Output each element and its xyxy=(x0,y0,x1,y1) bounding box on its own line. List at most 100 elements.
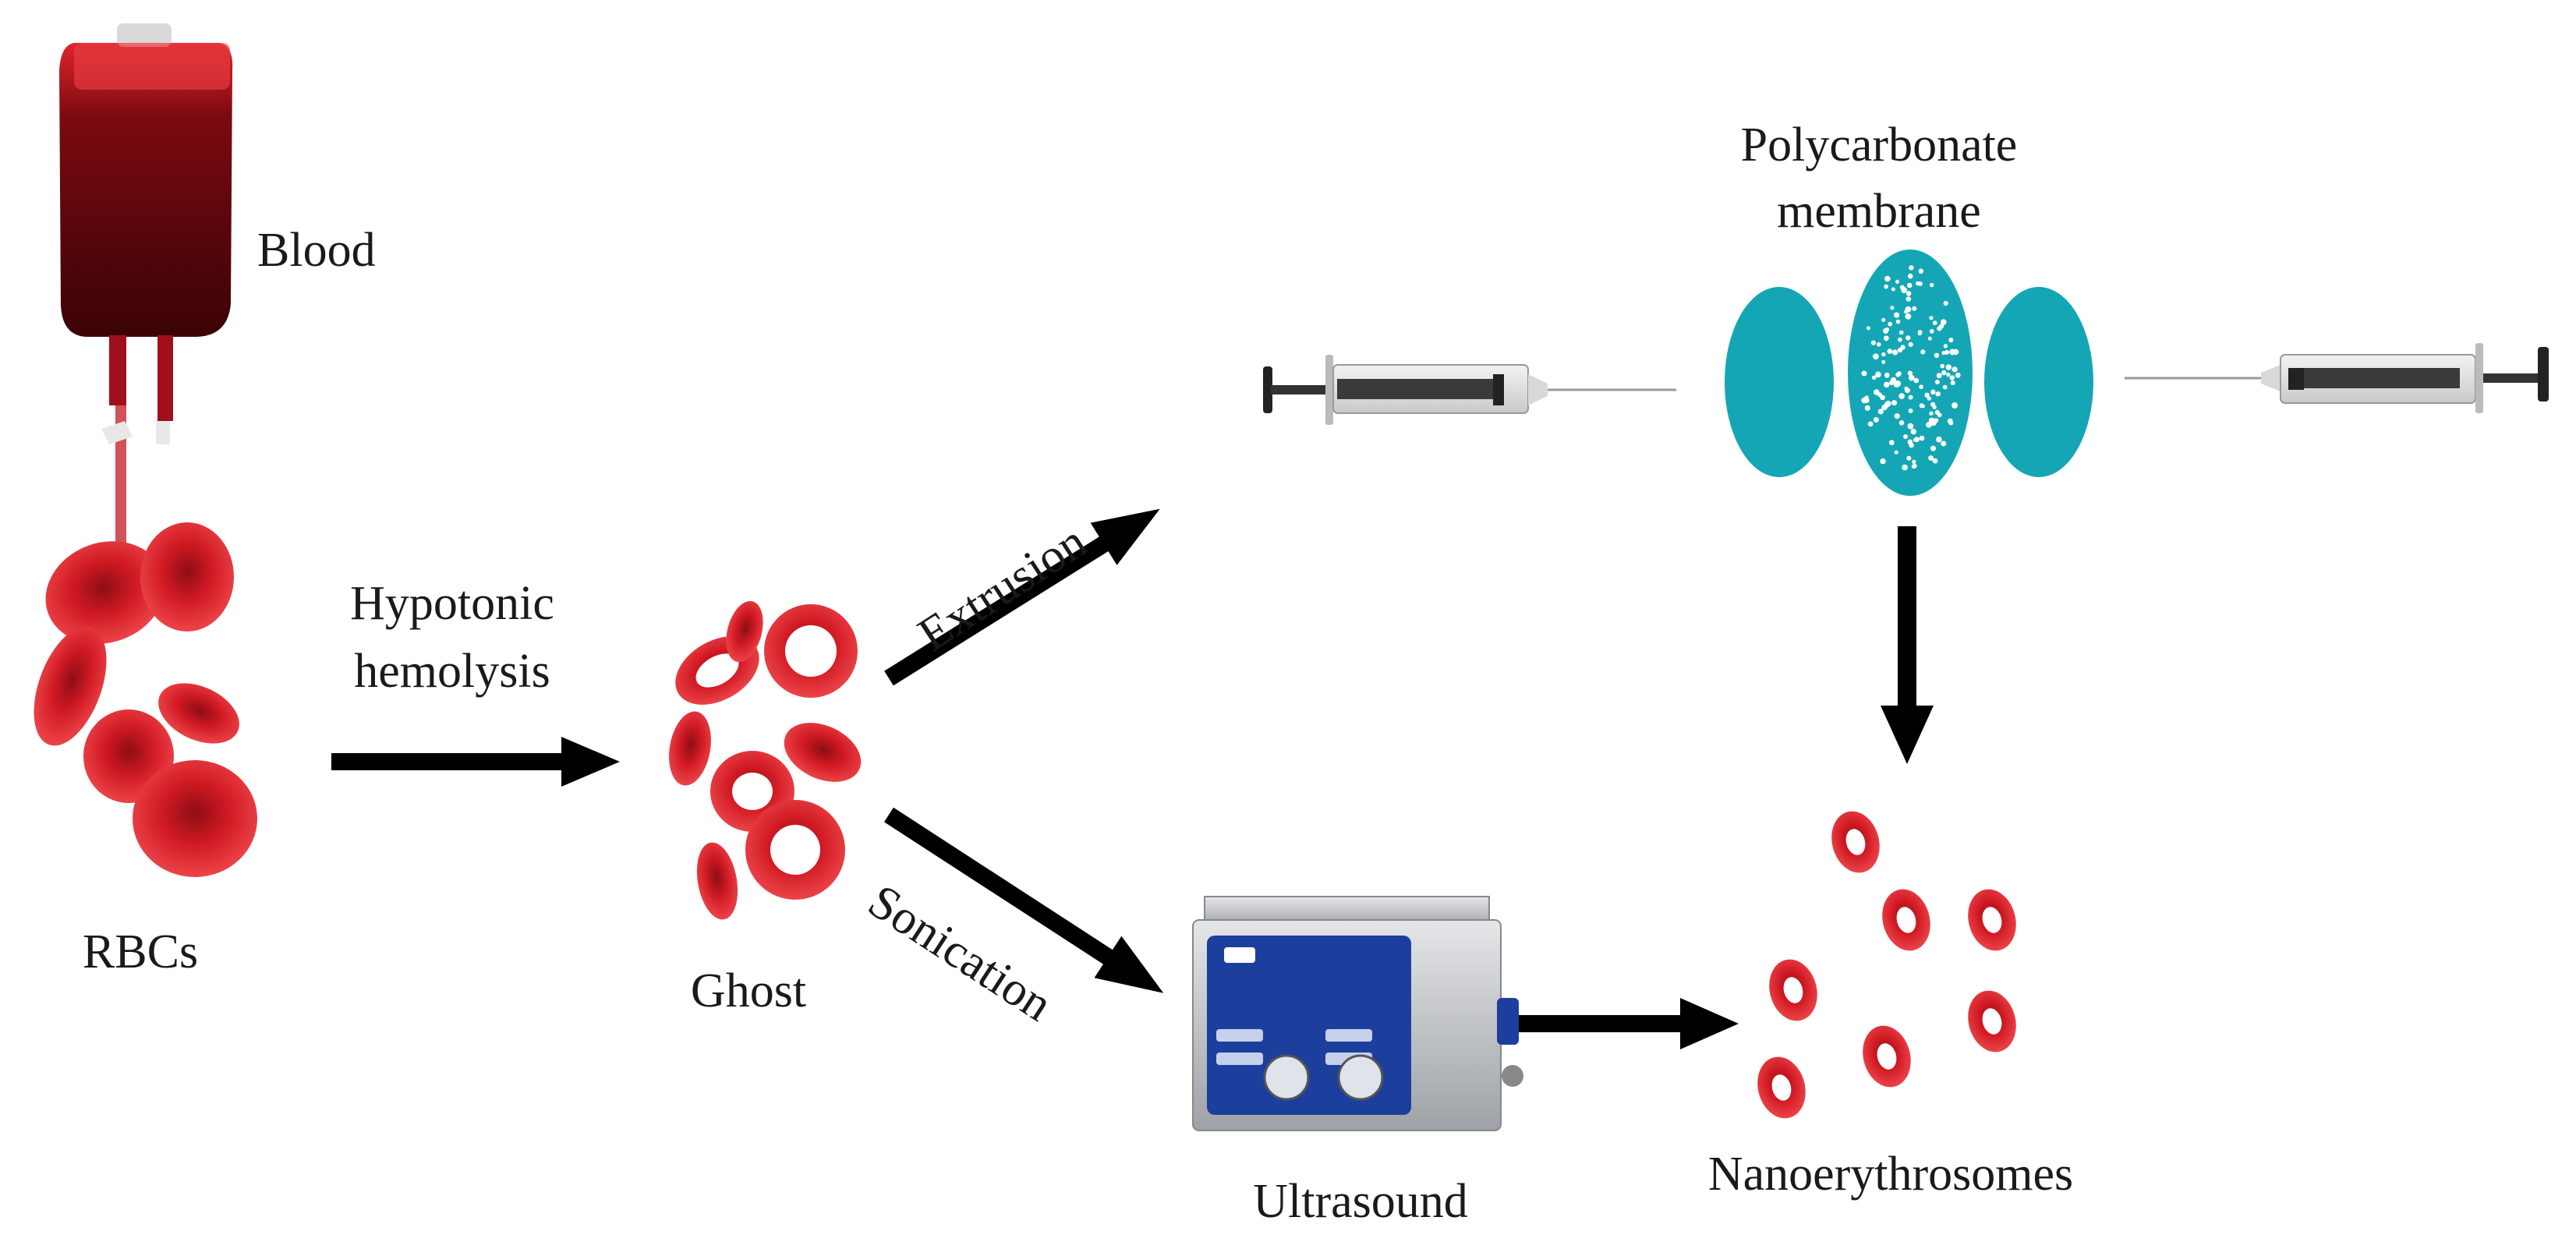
membrane-pore xyxy=(1908,374,1915,381)
membrane-pore xyxy=(1895,372,1901,377)
membrane-pore xyxy=(1930,282,1934,288)
membrane-pore xyxy=(1895,380,1902,387)
membrane-pore xyxy=(1904,386,1909,391)
label-polycarbonate-line1: Polycarbonate xyxy=(1740,119,2018,172)
membrane-pore xyxy=(1912,459,1916,464)
nanoerythrosome-icon xyxy=(1831,811,1880,873)
membrane-pore xyxy=(1901,287,1908,293)
membrane-pore xyxy=(1891,400,1898,406)
membrane-pore xyxy=(1907,273,1913,279)
membrane-pore xyxy=(1873,417,1879,423)
membrane-pore xyxy=(1929,411,1934,416)
membrane-pore xyxy=(1929,316,1934,320)
membrane-pore xyxy=(1927,336,1932,341)
membrane-pore xyxy=(1934,380,1940,384)
membrane-pore xyxy=(1932,458,1938,464)
membrane-pore xyxy=(1949,348,1956,356)
membrane-pore xyxy=(1943,344,1948,348)
membrane-pore xyxy=(1951,366,1958,373)
membrane-pore xyxy=(1919,384,1923,390)
membrane-pore xyxy=(1917,330,1923,335)
label-ultrasound: Ultrasound xyxy=(1253,1175,1468,1228)
membrane-pore xyxy=(1880,394,1885,401)
membrane-pore xyxy=(1891,287,1895,292)
membrane-pore xyxy=(1943,301,1948,306)
syringe-left-icon xyxy=(1263,355,1676,425)
membrane-pore xyxy=(1877,409,1884,415)
membrane-pore xyxy=(1873,353,1879,360)
membrane-pore xyxy=(1861,370,1867,377)
membrane-pore xyxy=(1884,275,1891,282)
membrane-pore xyxy=(1895,319,1901,324)
membrane-pore xyxy=(1897,348,1903,353)
membrane-pore xyxy=(1951,402,1959,409)
nanoerythrosome-icon xyxy=(1769,959,1817,1021)
membrane-pore xyxy=(1864,395,1869,400)
label-hypotonic-line1: Hypotonic xyxy=(350,577,554,630)
membrane-pore xyxy=(1949,375,1955,380)
membrane-pore xyxy=(1928,455,1934,461)
membrane-pore xyxy=(1898,337,1902,342)
membrane-pore xyxy=(1908,394,1913,400)
membrane-pore xyxy=(1939,324,1944,329)
membrane-pore xyxy=(1936,373,1942,379)
membrane-pore xyxy=(1888,380,1895,386)
membrane-pore xyxy=(1912,306,1917,311)
membrane-pore xyxy=(1946,373,1951,377)
membrane-pore xyxy=(1930,445,1936,451)
ultrasound-bath-icon xyxy=(1192,896,1523,1131)
membrane-pore xyxy=(1905,313,1912,320)
membrane-pore xyxy=(1880,458,1886,465)
membrane-pore xyxy=(1941,440,1947,447)
membrane-pore xyxy=(1913,437,1917,442)
membrane-pore xyxy=(1948,420,1954,426)
membrane-pore xyxy=(1892,349,1898,356)
membrane-pore xyxy=(1884,327,1889,332)
membrane-pore xyxy=(1894,450,1898,455)
membrane-pore xyxy=(1867,421,1874,427)
syringe-right-icon xyxy=(2125,343,2549,413)
membrane-pore xyxy=(1883,335,1889,341)
membrane-pore xyxy=(1948,338,1954,343)
membrane-pore xyxy=(1884,284,1888,289)
membrane-pore xyxy=(1941,319,1947,326)
membrane-pore xyxy=(1920,349,1926,355)
membrane-pore xyxy=(1911,430,1916,435)
membrane-pore xyxy=(1870,340,1876,345)
label-polycarbonate-line2: membrane xyxy=(1777,185,1981,238)
membrane-pore xyxy=(1866,326,1870,331)
membrane-pore xyxy=(1864,405,1870,411)
membrane-pore xyxy=(1908,341,1913,347)
membrane-pore xyxy=(1888,440,1895,446)
membrane-pore xyxy=(1884,381,1890,388)
membrane-pore xyxy=(1902,464,1908,471)
membrane-pore xyxy=(1881,352,1886,357)
membrane-pore xyxy=(1907,423,1914,430)
membrane-pore xyxy=(1930,389,1936,394)
label-ghost: Ghost xyxy=(690,964,807,1017)
label-nanoerythrosomes: Nanoerythrosomes xyxy=(1707,1148,2074,1201)
arrow-hypotonic xyxy=(331,737,620,787)
membrane-pore xyxy=(1927,396,1932,401)
membrane-pore xyxy=(1934,418,1939,423)
blood-bag-icon xyxy=(59,23,233,608)
membrane-pore xyxy=(1955,372,1961,378)
membrane-pore xyxy=(1890,306,1895,310)
membrane-pore xyxy=(1929,329,1934,334)
membrane-pore xyxy=(1928,417,1935,424)
nanoerythrosome-icon xyxy=(1968,889,2016,951)
membrane-pore xyxy=(1924,392,1930,398)
membrane-pore xyxy=(1905,296,1912,302)
polycarbonate-membrane-icon xyxy=(1725,249,2093,496)
membrane-pore xyxy=(1898,420,1905,426)
membrane-pore xyxy=(1934,352,1940,358)
membrane-pore xyxy=(1872,375,1877,380)
membrane-pore xyxy=(1884,372,1890,378)
nanoerythrosome-icon xyxy=(1757,1056,1806,1119)
membrane-pore xyxy=(1903,434,1908,439)
membrane-pore xyxy=(1907,370,1913,376)
membrane-pore xyxy=(1877,342,1881,347)
nanoerythrosome-icon xyxy=(1863,1025,1911,1088)
membrane-pore xyxy=(1906,455,1912,461)
